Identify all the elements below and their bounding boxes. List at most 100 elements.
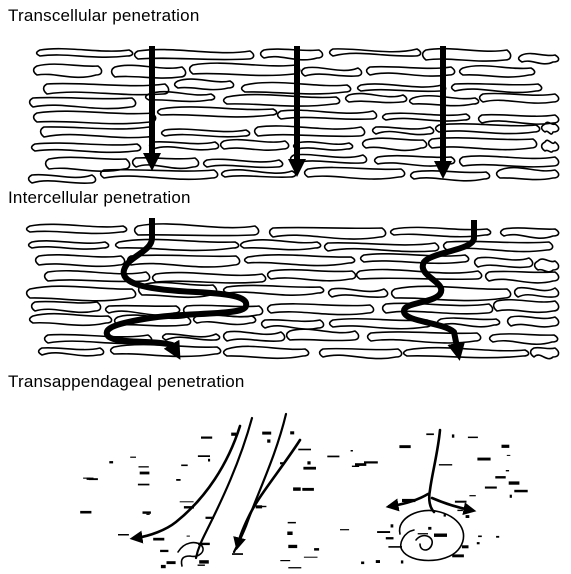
corneocyte — [222, 170, 296, 177]
corneocyte — [287, 329, 359, 340]
corneocyte — [204, 159, 283, 167]
corneocyte — [383, 113, 470, 121]
transappendageal-structure — [178, 414, 464, 566]
corneocyte — [30, 98, 136, 109]
skin-speck — [351, 450, 353, 452]
skin-speck — [303, 467, 316, 470]
skin-speck — [118, 534, 129, 536]
skin-speck — [262, 432, 271, 435]
skin-speck — [386, 537, 394, 539]
skin-speck — [506, 470, 509, 471]
corneocyte — [508, 316, 559, 327]
corneocyte — [294, 142, 353, 150]
skin-speck — [208, 459, 210, 462]
corneocyte — [27, 286, 136, 301]
corneocyte — [34, 111, 156, 124]
corneocyte — [460, 66, 535, 77]
skin-speck — [377, 531, 390, 533]
corneocyte — [501, 228, 559, 238]
skin-speck — [232, 553, 243, 555]
skin-speck — [361, 562, 364, 565]
skin-speck — [399, 445, 410, 448]
skin-speck — [181, 465, 188, 467]
corneocyte — [34, 64, 102, 77]
skin-speck — [298, 449, 311, 451]
corneocyte — [494, 300, 559, 313]
skin-speck — [176, 479, 180, 481]
corneocyte — [224, 346, 309, 358]
corneocyte — [30, 314, 112, 326]
corneocyte — [475, 257, 533, 267]
skin-speck — [364, 461, 378, 463]
sweat-gland — [400, 510, 464, 560]
corneocyte — [486, 271, 559, 283]
corneocyte — [361, 254, 469, 263]
skin-speck — [468, 437, 478, 439]
skin-speck — [509, 481, 520, 484]
skin-speck — [510, 495, 512, 498]
transcellular-stratum-corneum — [29, 49, 559, 184]
corneocyte — [29, 175, 96, 184]
skin-speck — [401, 560, 403, 563]
corneocyte — [146, 92, 215, 102]
corneocyte — [519, 54, 559, 64]
skin-speck — [402, 499, 415, 502]
corneocyte — [175, 79, 234, 90]
skin-speck — [496, 536, 499, 538]
corneocyte — [262, 320, 324, 329]
corneocyte — [404, 348, 529, 358]
skin-speck — [439, 464, 452, 465]
skin-speck — [184, 506, 194, 508]
corneocyte — [268, 270, 356, 281]
corneocyte — [330, 49, 421, 56]
follicle-arrow — [238, 440, 300, 544]
corneocyte — [41, 127, 153, 138]
skin-speck — [293, 487, 301, 490]
corneocyte — [392, 286, 511, 300]
corneocyte — [101, 170, 218, 180]
corneocyte — [150, 142, 219, 150]
corneocyte — [436, 124, 540, 134]
corneocyte — [270, 228, 386, 240]
corneocyte — [162, 129, 250, 137]
skin-speck — [143, 511, 151, 513]
corneocyte — [329, 288, 388, 297]
skin-speck — [304, 557, 318, 558]
corneocyte — [497, 168, 559, 180]
corneocyte — [531, 348, 559, 359]
skin-speck — [139, 466, 149, 467]
skin-speck — [160, 550, 168, 552]
corneocyte — [39, 348, 104, 356]
skin-speck — [495, 476, 505, 478]
corneocyte — [27, 224, 127, 233]
corneocyte — [32, 301, 101, 312]
skin-speck — [138, 484, 150, 486]
follicle-arrow — [136, 426, 240, 538]
skin-speck — [428, 527, 431, 530]
skin-speck — [502, 445, 510, 448]
intercellular-route — [107, 218, 246, 352]
skin-speck — [198, 543, 210, 545]
corneocyte — [163, 334, 220, 340]
skin-speck — [280, 462, 285, 464]
skin-speck — [187, 536, 190, 537]
corneocyte — [423, 49, 511, 61]
corneocyte — [291, 154, 367, 163]
corneocyte — [452, 84, 542, 93]
corneocyte — [305, 167, 405, 179]
skin-speck — [180, 501, 194, 502]
corneocyte — [261, 49, 323, 60]
skin-speck — [455, 501, 467, 503]
skin-speck — [307, 461, 310, 464]
skin-speck — [514, 490, 527, 493]
corneocyte — [535, 259, 559, 272]
skin-speck — [287, 532, 292, 536]
skin-speck — [199, 560, 209, 563]
skin-speck — [146, 514, 149, 515]
corneocyte — [368, 332, 481, 343]
skin-speck — [206, 517, 215, 519]
corneocyte — [45, 271, 150, 282]
corneocyte — [224, 285, 324, 295]
